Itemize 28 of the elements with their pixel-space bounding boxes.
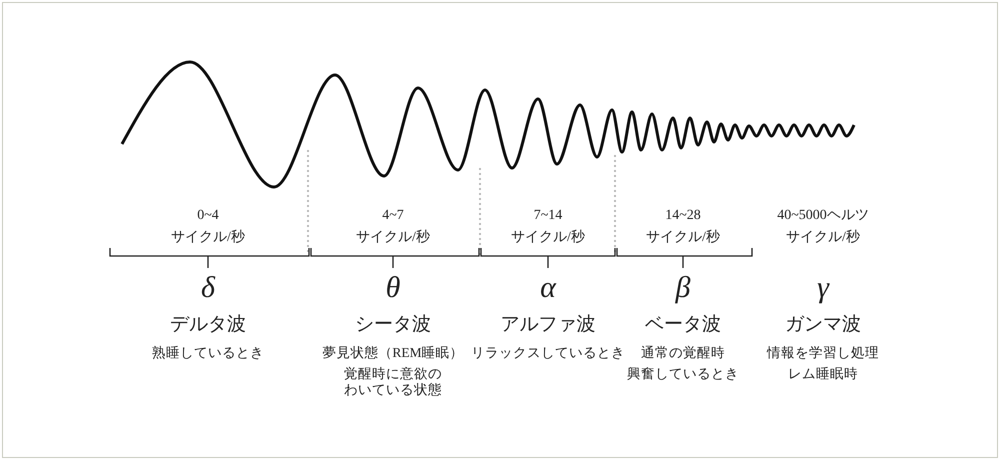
unit-label: サイクル/秒 <box>511 230 585 247</box>
wave-name: アルファ波 <box>500 314 596 337</box>
frequency-range: 0~4 <box>197 208 219 225</box>
wave-name: ガンマ波 <box>785 314 861 337</box>
unit-label: サイクル/秒 <box>356 230 430 247</box>
greek-symbol: δ <box>201 270 215 306</box>
frequency-range: 40~5000ヘルツ <box>777 208 869 225</box>
unit-label: サイクル/秒 <box>171 230 245 247</box>
wave-name: シータ波 <box>355 314 431 337</box>
unit-label: サイクル/秒 <box>646 230 720 247</box>
wave-name: デルタ波 <box>170 314 246 337</box>
state-description: リラックスしているとき <box>471 345 625 362</box>
state-description: 夢見状態（REM睡眠） <box>322 345 464 362</box>
state-description: 情報を学習し処理 <box>767 345 879 362</box>
state-description: 覚醒時に意欲のわいている状態 <box>343 366 443 398</box>
frequency-range: 7~14 <box>534 208 562 225</box>
unit-label: サイクル/秒 <box>786 230 860 247</box>
greek-symbol: γ <box>817 270 829 306</box>
state-description: 通常の覚醒時 <box>641 345 725 362</box>
frequency-range: 14~28 <box>665 208 701 225</box>
greek-symbol: θ <box>386 270 400 306</box>
state-description: 興奮しているとき <box>627 366 739 382</box>
state-description: 熟睡しているとき <box>152 345 264 362</box>
greek-symbol: α <box>540 270 556 306</box>
wave-name: ベータ波 <box>645 314 721 337</box>
state-description: レム睡眠時 <box>788 366 858 382</box>
greek-symbol: β <box>676 270 690 306</box>
frequency-range: 4~7 <box>382 208 404 225</box>
